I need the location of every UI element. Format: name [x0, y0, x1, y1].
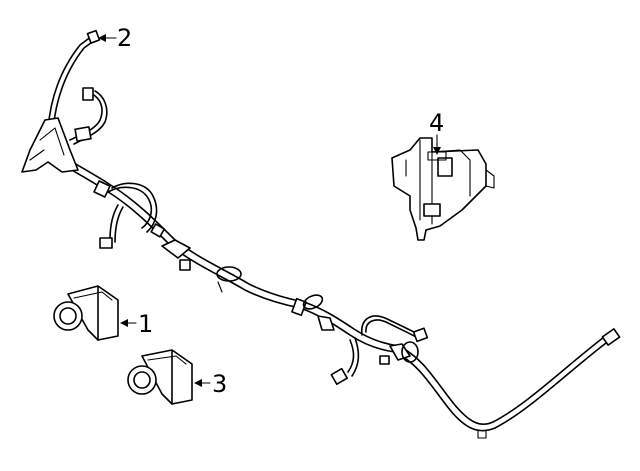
parking-sensor-3 [127, 349, 193, 405]
callout-label-4: 4 [429, 109, 444, 137]
parking-sensor-1 [53, 285, 119, 341]
callout-label-3: 3 [212, 370, 227, 398]
callout-label-1: 1 [138, 310, 153, 338]
callout-3: 3 [194, 370, 227, 398]
callout-label-2: 2 [117, 24, 132, 52]
wiring-harness [21, 29, 621, 439]
control-module-4 [391, 137, 495, 241]
callout-1: 1 [120, 310, 153, 338]
callout-2: 2 [98, 24, 132, 52]
callout-4: 4 [429, 109, 444, 155]
